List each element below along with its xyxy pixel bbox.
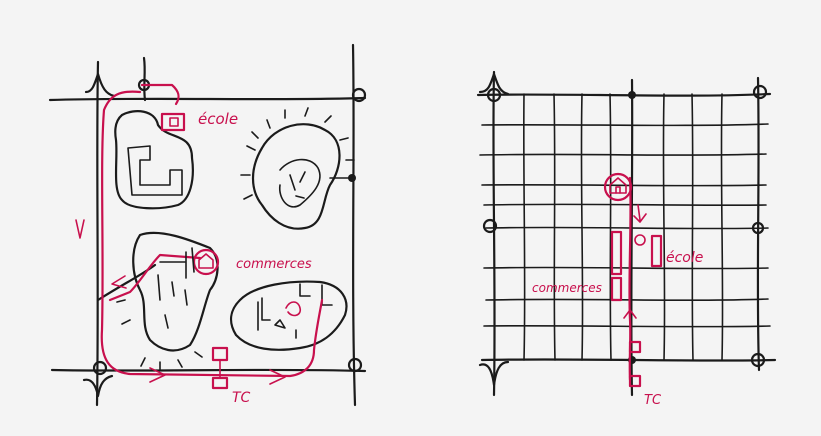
left-school-building <box>162 114 184 130</box>
right-sketch: école commerces TC <box>478 72 775 408</box>
right-label-school: école <box>666 250 703 266</box>
right-grid-v7 <box>663 94 664 360</box>
left-road-west <box>97 62 98 405</box>
left-block-organic <box>253 124 340 228</box>
right-school-marker <box>635 235 645 245</box>
right-grid-v8 <box>692 94 693 360</box>
right-grid-h5 <box>484 204 766 205</box>
left-building-2-detail <box>290 172 305 198</box>
right-grid-v1 <box>493 72 494 395</box>
right-grid-h7 <box>484 267 768 268</box>
left-route-loop <box>102 92 322 376</box>
right-label-transit: TC <box>644 393 662 408</box>
left-sketch: école commerces TC <box>50 45 365 406</box>
right-grid-v6 <box>631 80 632 395</box>
right-grid-v9 <box>721 94 722 360</box>
right-label-shops: commerces <box>532 281 602 295</box>
right-grid-h2 <box>482 124 768 125</box>
right-grid-h8 <box>486 299 768 300</box>
right-grid-v3 <box>554 94 555 360</box>
left-node-sw <box>94 362 106 374</box>
right-grid-h3 <box>480 154 766 155</box>
left-label-school: école <box>198 110 238 128</box>
left-block-3-detail <box>158 262 187 328</box>
right-node-ne <box>754 86 766 98</box>
right-shops-door <box>616 187 620 193</box>
left-transit-stop <box>213 348 227 360</box>
right-school-building <box>652 236 661 266</box>
left-label-shops: commerces <box>236 257 312 272</box>
left-route-arrow-1 <box>76 220 84 238</box>
left-block-4-mark <box>275 320 285 328</box>
left-building-1 <box>128 146 182 195</box>
left-shops-house-icon <box>199 254 213 268</box>
left-block-3-trees <box>117 300 202 370</box>
right-grid-v5 <box>610 94 611 360</box>
left-building-2 <box>280 160 320 207</box>
right-node-n <box>628 91 636 99</box>
left-school-door <box>170 118 178 126</box>
right-route-arrow-1 <box>634 205 646 222</box>
left-shops-detail <box>186 248 194 278</box>
right-grid-v4 <box>581 94 582 360</box>
left-block-transit <box>231 282 346 350</box>
left-junction-nw <box>86 74 114 96</box>
right-grid-h1 <box>478 94 770 96</box>
right-shops-building <box>612 278 621 300</box>
left-transit-platform <box>213 378 227 388</box>
left-road-bottom <box>52 370 365 371</box>
right-grid-h9 <box>484 326 770 327</box>
left-route-arrow-4 <box>112 276 126 288</box>
left-label-transit: TC <box>232 390 251 406</box>
left-block-4-accent <box>286 302 300 315</box>
right-grid-h6 <box>486 227 768 228</box>
right-grid-v2 <box>524 94 525 360</box>
